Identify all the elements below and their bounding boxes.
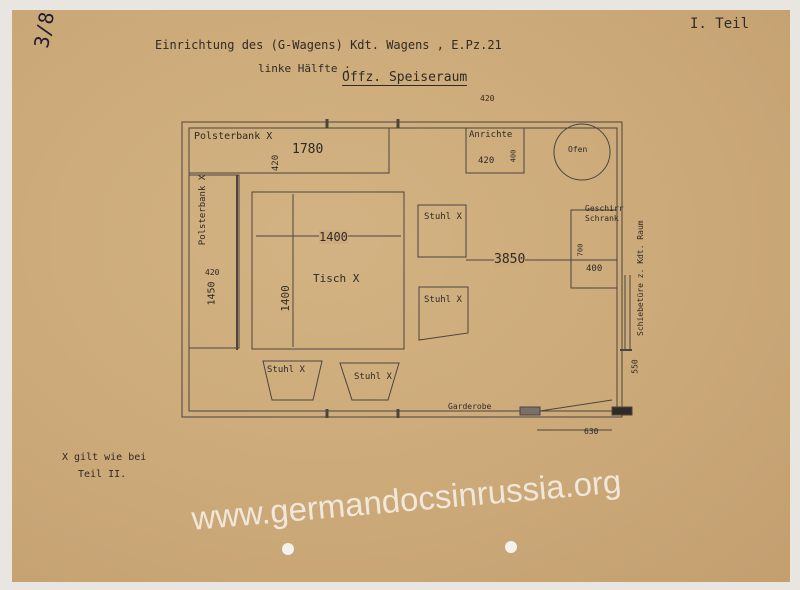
dimension-630: 630	[584, 427, 599, 436]
anrichte	[465, 127, 525, 174]
label-polsterbank-top: Polsterbank X	[194, 131, 273, 142]
label-geschirrschrank: Geschirr Schrank	[585, 204, 624, 223]
dimension-420-top: 420	[480, 94, 495, 103]
door-hinge	[611, 406, 633, 416]
label-stuhl-2: Stuhl X	[424, 295, 462, 305]
chair-bottom-2	[339, 362, 400, 401]
subtitle: Offz. Speiseraum	[342, 70, 468, 86]
chair-right-1	[417, 204, 467, 258]
dimension-400: 400	[586, 264, 603, 274]
dimension-420-bank: 420	[271, 154, 282, 172]
label-tisch: Tisch X	[313, 272, 360, 285]
polsterbank-top	[188, 127, 390, 174]
label-ofen: Ofen	[568, 145, 588, 154]
wall-ticks	[325, 119, 400, 418]
document-title: Einrichtung des (G-Wagens) Kdt. Wagens ,…	[155, 38, 502, 52]
table	[251, 191, 405, 350]
footnote-line-2: Teil II.	[78, 469, 127, 480]
label-stuhl-4: Stuhl X	[354, 372, 392, 382]
label-garderobe: Garderobe	[448, 402, 492, 411]
punch-hole	[505, 541, 517, 553]
chair-right-2	[418, 286, 469, 341]
dimension-700: 700	[576, 243, 585, 257]
dimension-420-anrichte: 420	[478, 156, 495, 166]
label-schiebetuer: Schiebetüre z. Kdt. Raum	[636, 220, 645, 336]
dimension-550: 550	[630, 359, 640, 374]
dimension-1400-height: 1400	[278, 285, 292, 312]
label-stuhl-1: Stuhl X	[424, 212, 462, 222]
label-anrichte: Anrichte	[469, 130, 513, 140]
garderobe-hook	[519, 406, 541, 416]
geschirrschrank	[570, 209, 618, 289]
label-stuhl-3: Stuhl X	[267, 365, 305, 375]
subtitle-label: linke Hälfte :	[258, 62, 351, 75]
document-sheet	[12, 10, 790, 582]
dimension-1400-width: 1400	[319, 230, 348, 244]
footnote-line-1: X gilt wie bei	[62, 452, 147, 463]
dimension-400-anrichte: 400	[509, 149, 518, 163]
ofen	[553, 123, 611, 181]
dimension-3850: 3850	[494, 252, 526, 267]
part-label: I. Teil	[690, 16, 750, 32]
polsterbank-left	[188, 174, 240, 349]
punch-hole	[282, 543, 294, 555]
dimension-1780: 1780	[292, 142, 324, 157]
dimension-420-left: 420	[205, 268, 220, 277]
dimension-1450: 1450	[206, 281, 218, 306]
outer-walls	[181, 121, 623, 418]
label-polsterbank-left: Polsterbank X	[198, 174, 209, 246]
chair-bottom-1	[262, 360, 323, 401]
